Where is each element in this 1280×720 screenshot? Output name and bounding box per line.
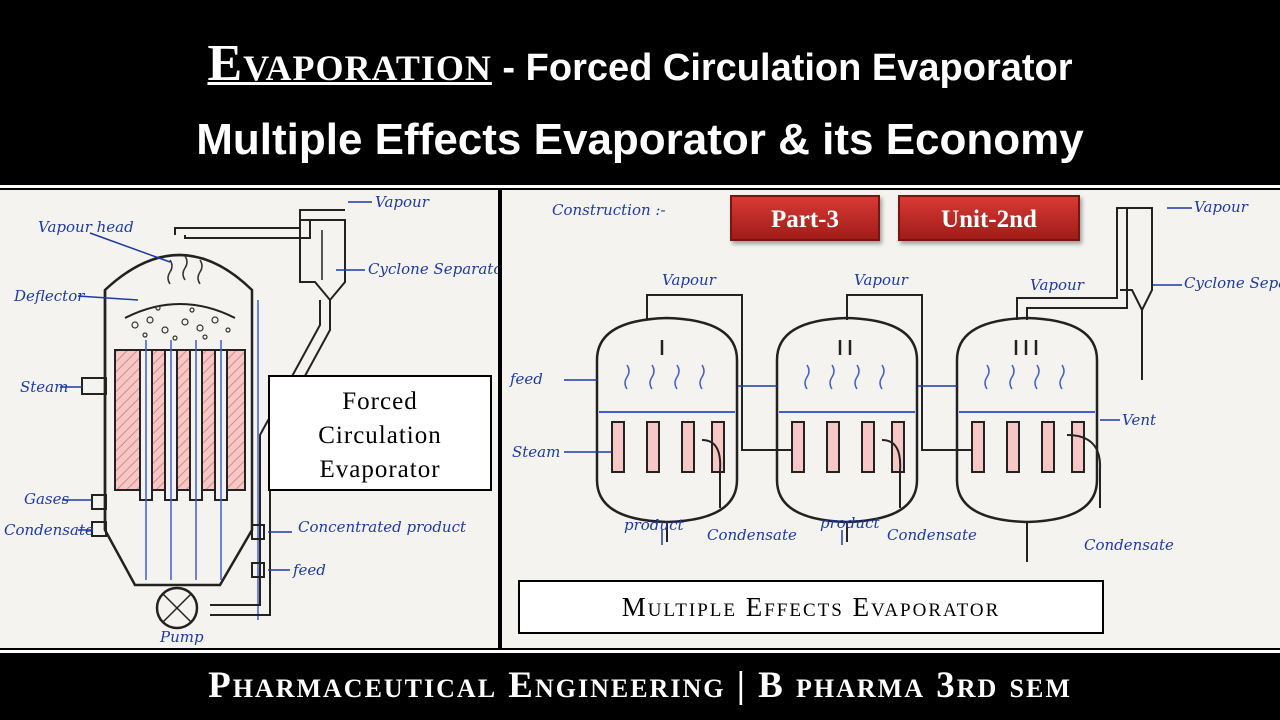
title-main: Evaporation — [207, 35, 492, 92]
label-feed: feed — [509, 370, 543, 388]
forced-circulation-sketch — [60, 201, 372, 630]
label-condensate-1: Condensate — [707, 526, 797, 544]
forced-circulation-labels: Vapour head Vapour Cyclone Separator Def… — [4, 193, 498, 646]
header-banner: Evaporation - Forced Circulation Evapora… — [0, 0, 1280, 188]
label-product-2: product — [820, 514, 880, 532]
title-line: Evaporation - Forced Circulation Evapora… — [0, 38, 1280, 90]
label-condensate-2: Condensate — [887, 526, 977, 544]
label-concentrated-product: Concentrated product — [298, 518, 467, 536]
caption-line-3: Evaporator — [319, 456, 441, 483]
label-feed: feed — [292, 561, 326, 579]
caption-line-2: Circulation — [318, 422, 442, 449]
multiple-effects-sketch — [564, 207, 1192, 562]
title-separator: - — [491, 47, 526, 89]
multiple-effects-labels: Construction :- Vapour Vapour Vapour Vap… — [509, 198, 1280, 554]
multiple-effects-caption: Multiple Effects Evaporator — [518, 580, 1104, 634]
label-construction: Construction :- — [552, 201, 666, 219]
label-deflector: Deflector — [13, 287, 85, 305]
caption-line-1: Forced — [342, 388, 418, 415]
label-vapour-1: Vapour — [662, 271, 717, 289]
title-rest: Forced Circulation Evaporator — [525, 47, 1073, 89]
part-badge: Part-3 — [730, 195, 880, 241]
label-condensate-3: Condensate — [1084, 536, 1174, 554]
label-gases: Gases — [24, 490, 70, 508]
label-cyclone: Cyclone Separator — [1184, 274, 1280, 292]
multiple-effects-diagram: Construction :- Vapour Vapour Vapour Vap… — [502, 190, 1280, 648]
label-cyclone-separator: Cyclone Separator — [368, 260, 498, 278]
label-vapour-head: Vapour head — [38, 218, 134, 236]
label-vapour-3: Vapour — [1030, 276, 1085, 294]
label-product-1: product — [624, 516, 684, 534]
forced-circulation-caption: Forced Circulation Evaporator — [268, 375, 492, 491]
unit-badge: Unit-2nd — [898, 195, 1080, 241]
label-vent: Vent — [1122, 411, 1157, 429]
label-condensate: Condensate — [4, 521, 94, 539]
label-steam: Steam — [512, 443, 560, 461]
footer-banner: Pharmaceutical Engineering | B pharma 3r… — [0, 650, 1280, 720]
label-vapour-2: Vapour — [854, 271, 909, 289]
subtitle: Multiple Effects Evaporator & its Econom… — [196, 115, 1084, 164]
label-pump: Pump — [159, 628, 204, 646]
label-steam: Steam — [20, 378, 68, 396]
label-vapour: Vapour — [375, 193, 430, 211]
label-vapour-top: Vapour — [1194, 198, 1249, 216]
